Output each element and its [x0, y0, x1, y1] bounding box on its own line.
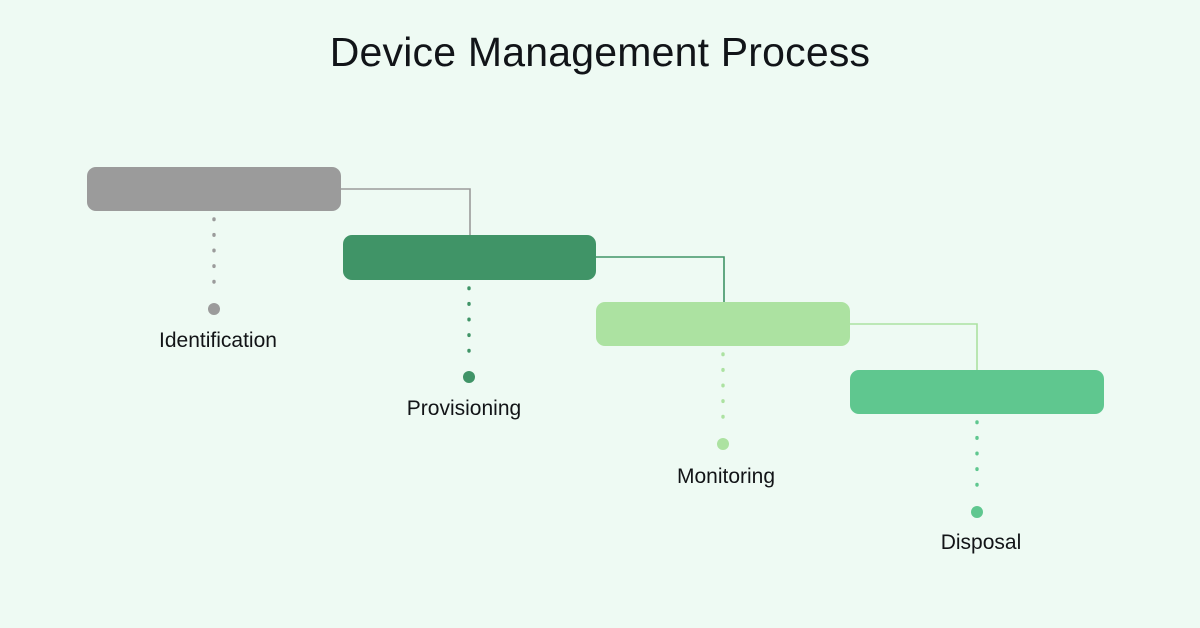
stage-dot-monitoring	[717, 438, 729, 450]
stage-bar-disposal[interactable]	[850, 370, 1104, 414]
stage-dot-disposal	[971, 506, 983, 518]
stage-bar-identification[interactable]	[87, 167, 341, 211]
stage-label-disposal: Disposal	[940, 531, 1022, 554]
stage-label-identification: Identification	[159, 329, 277, 352]
stage-bar-provisioning[interactable]	[343, 235, 596, 280]
stage-label-provisioning: Provisioning	[406, 397, 522, 420]
stage-dot-provisioning	[463, 371, 475, 383]
stage-label-monitoring: Monitoring	[676, 465, 776, 488]
stage-bar-monitoring[interactable]	[596, 302, 850, 346]
page-title: Device Management Process	[329, 29, 871, 75]
stage-dot-identification	[208, 303, 220, 315]
